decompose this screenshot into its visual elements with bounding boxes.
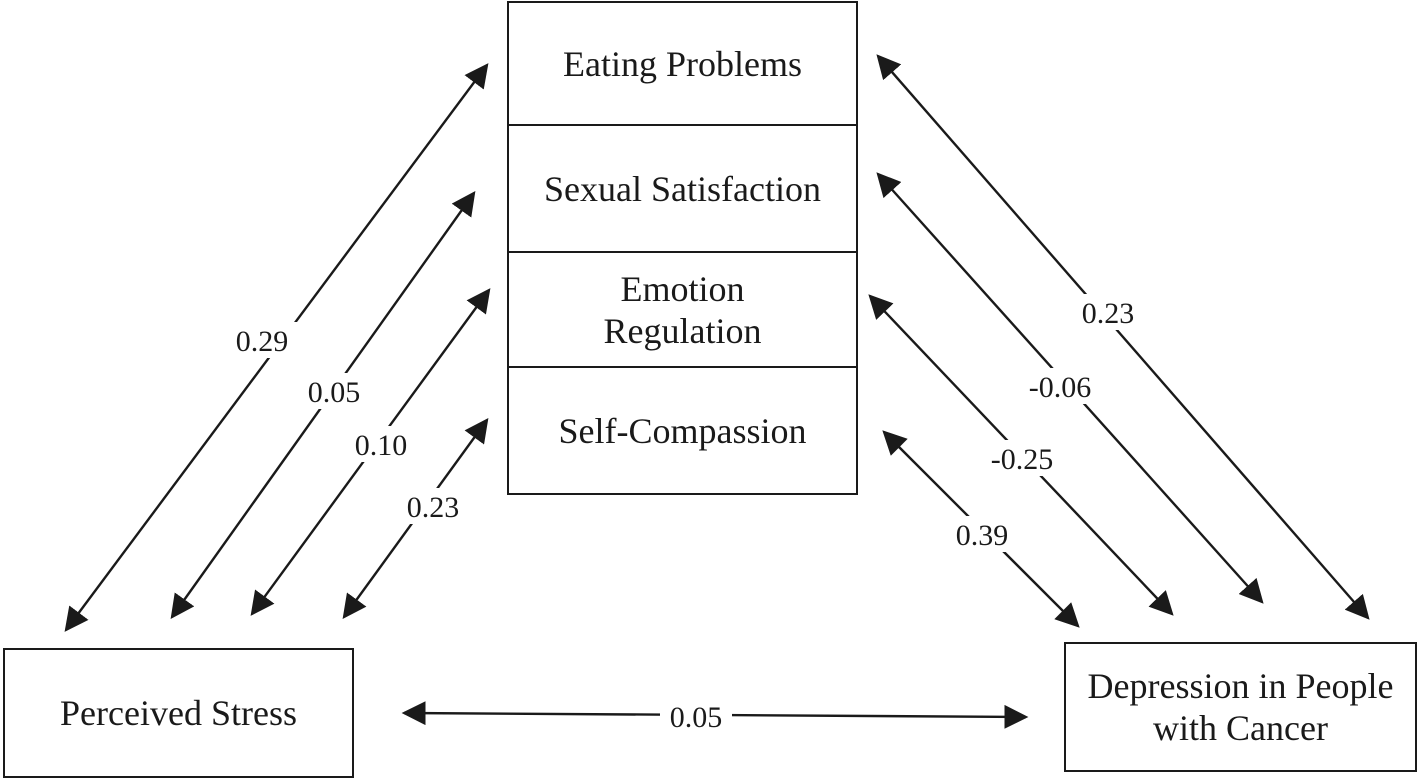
node-depression-label-line2: with Cancer	[1153, 708, 1328, 748]
label-stress-eating: 0.29	[226, 322, 298, 358]
node-perceived-stress-label: Perceived Stress	[60, 693, 297, 733]
node-eating-problems: Eating Problems	[509, 3, 856, 126]
coef-depression-sexual: -0.06	[1029, 371, 1092, 404]
node-emotion-regulation-label-line2: Regulation	[603, 310, 762, 351]
label-stress-selfcomp: 0.23	[397, 488, 469, 524]
label-depression-sexual: -0.06	[1020, 368, 1102, 404]
coef-depression-emotion: -0.25	[991, 443, 1054, 476]
label-stress-sexual: 0.05	[298, 373, 370, 409]
node-emotion-regulation-label-line1: Emotion	[620, 268, 745, 309]
label-depression-selfcomp: 0.39	[946, 516, 1018, 552]
label-depression-emotion: -0.25	[982, 440, 1064, 476]
label-depression-eating: 0.23	[1072, 294, 1144, 330]
coef-stress-selfcomp: 0.23	[407, 491, 460, 524]
coef-stress-emotion: 0.10	[355, 429, 408, 462]
node-depression-label-line1: Depression in People	[1087, 666, 1394, 706]
label-stress-depression: 0.05	[660, 697, 732, 734]
label-stress-emotion: 0.10	[345, 426, 417, 462]
node-emotion-regulation: Emotion Regulation	[509, 253, 856, 368]
coef-stress-sexual: 0.05	[308, 376, 361, 409]
node-perceived-stress: Perceived Stress	[3, 648, 354, 778]
node-sexual-satisfaction-label: Sexual Satisfaction	[544, 168, 821, 209]
coef-stress-eating: 0.29	[236, 325, 289, 358]
coef-depression-selfcomp: 0.39	[956, 519, 1009, 552]
coef-depression-eating: 0.23	[1082, 297, 1135, 330]
coef-stress-depression: 0.05	[670, 701, 723, 734]
node-self-compassion: Self-Compassion	[509, 368, 856, 493]
node-depression: Depression in People with Cancer	[1064, 642, 1417, 772]
node-eating-problems-label: Eating Problems	[563, 43, 802, 84]
node-self-compassion-label: Self-Compassion	[558, 410, 807, 451]
node-sexual-satisfaction: Sexual Satisfaction	[509, 126, 856, 253]
mediator-stack: Eating Problems Sexual Satisfaction Emot…	[507, 1, 858, 495]
